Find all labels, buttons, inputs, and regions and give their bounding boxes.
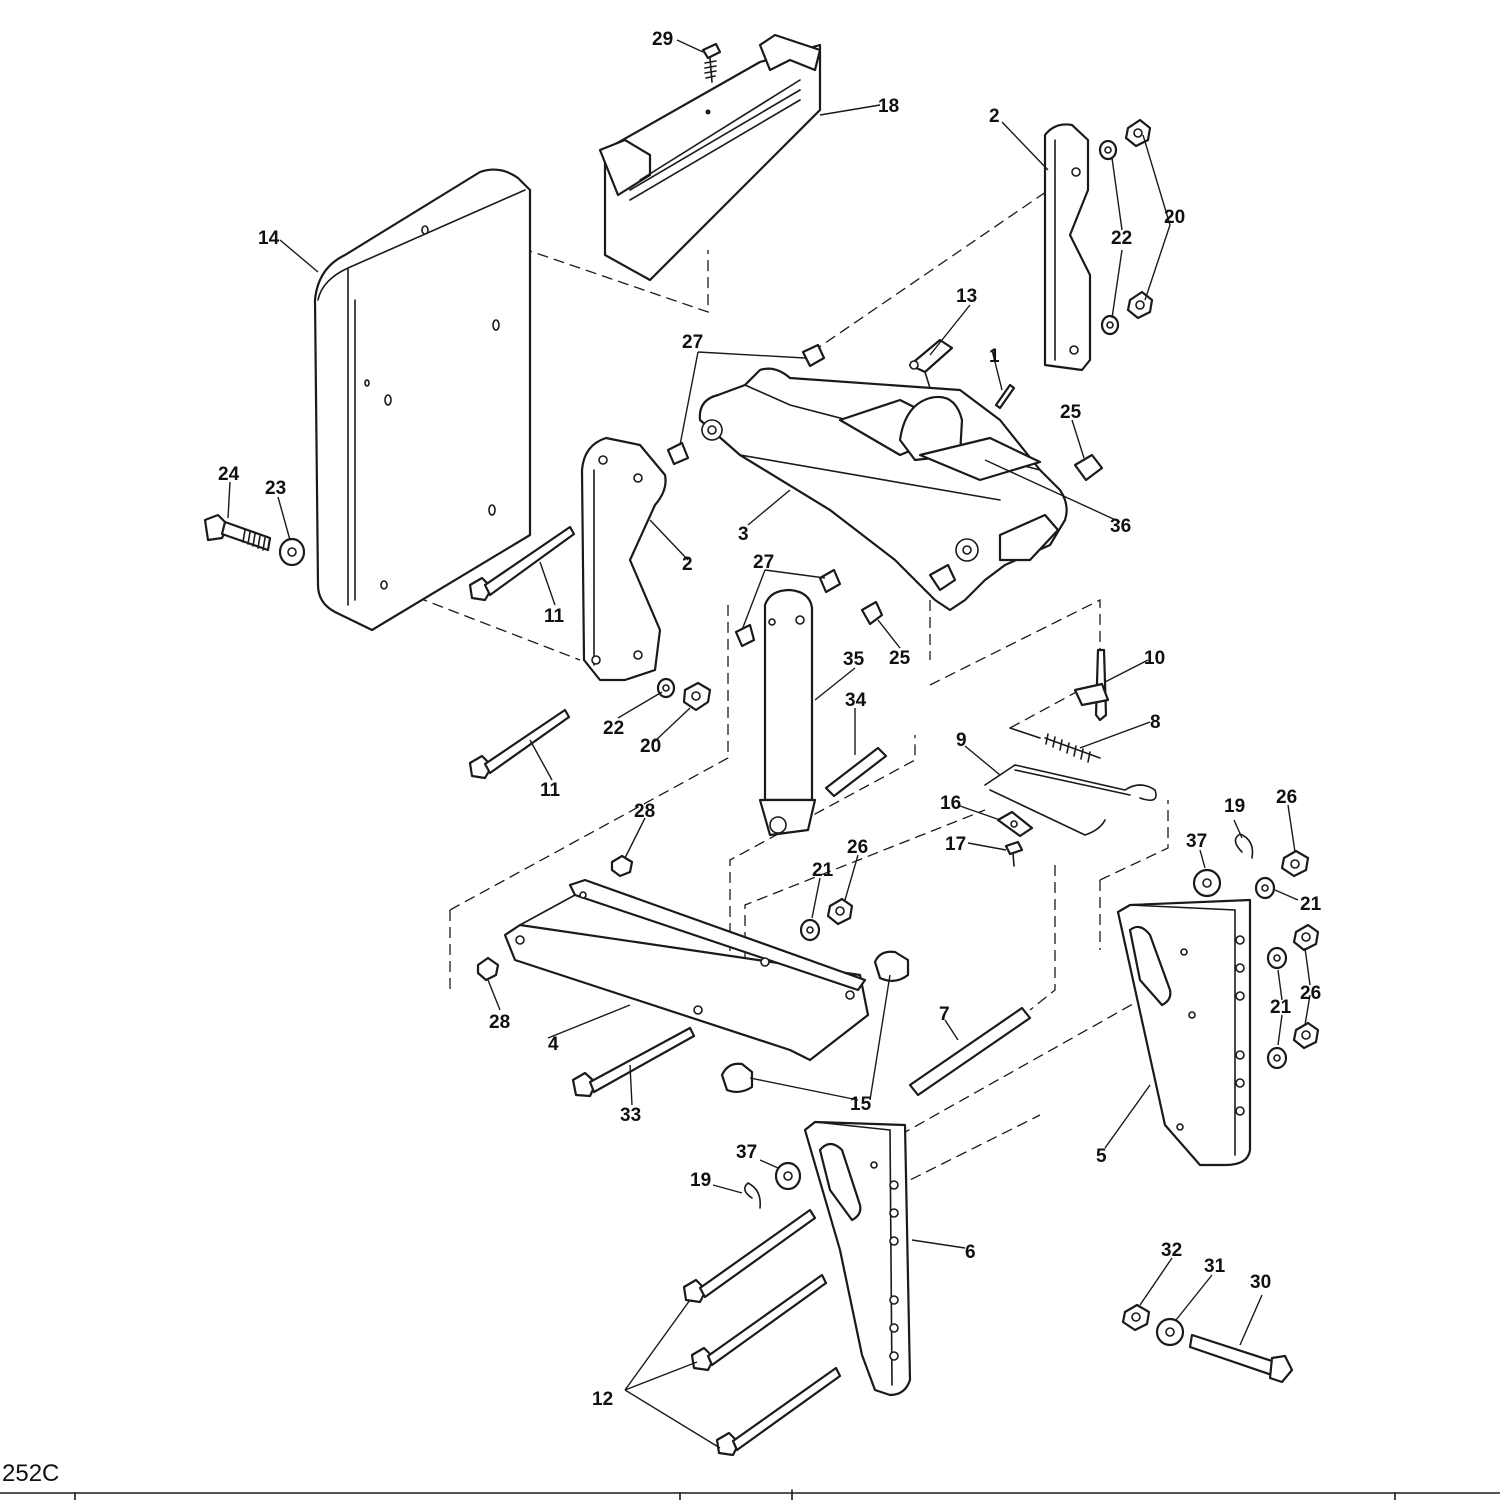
leader-lines — [227, 39, 1311, 1449]
callout-37: 37 — [736, 1142, 757, 1163]
callout-9: 9 — [956, 730, 967, 751]
callout-30: 30 — [1250, 1272, 1271, 1293]
part-7-long-pin — [908, 1006, 1032, 1097]
part-5-transom-bracket-right — [1116, 898, 1252, 1167]
callout-25: 25 — [889, 648, 911, 669]
part-11-long-bolt-upper — [468, 525, 576, 602]
callout-23: 23 — [265, 478, 286, 499]
callout-26: 26 — [1300, 983, 1321, 1004]
callout-5: 5 — [1096, 1146, 1107, 1167]
part-15-bushings — [720, 950, 910, 1094]
callout-27: 27 — [753, 552, 774, 573]
hardware-lower-left — [744, 1161, 802, 1209]
callout-10: 10 — [1144, 648, 1165, 669]
part-33-bolt — [571, 1026, 696, 1098]
part-2-side-plate-right — [1043, 123, 1092, 372]
callout-3: 3 — [738, 524, 749, 545]
callout-20: 20 — [1164, 207, 1185, 228]
callout-21: 21 — [812, 860, 834, 881]
callout-14: 14 — [258, 228, 280, 249]
callout-19: 19 — [1224, 796, 1245, 817]
part-31-washer — [1155, 1317, 1185, 1347]
callout-21: 21 — [1270, 997, 1292, 1018]
callout-12: 12 — [592, 1389, 613, 1410]
part-16-clip — [996, 810, 1034, 838]
part-18-top-bracket — [598, 33, 822, 282]
part-28-nuts — [476, 854, 634, 982]
callout-28: 28 — [634, 801, 655, 822]
callout-25: 25 — [1060, 402, 1082, 423]
callout-7: 7 — [939, 1004, 950, 1025]
callout-31: 31 — [1204, 1256, 1226, 1277]
part-24-bolt — [203, 513, 272, 552]
part-12-bolts — [682, 1208, 842, 1457]
callout-26: 26 — [1276, 787, 1297, 808]
callout-4: 4 — [548, 1034, 559, 1055]
figure-code: 252C — [2, 1460, 60, 1487]
callout-8: 8 — [1150, 712, 1161, 733]
callout-11: 11 — [540, 780, 561, 801]
callout-21: 21 — [1300, 894, 1322, 915]
part-1-pin — [994, 383, 1016, 410]
callout-6: 6 — [965, 1242, 976, 1263]
part-3-swivel-bracket — [698, 367, 1068, 612]
callout-24: 24 — [218, 464, 240, 485]
callout-26: 26 — [847, 837, 868, 858]
part-10-latch — [1073, 648, 1110, 722]
callout-33: 33 — [620, 1105, 641, 1126]
callout-13: 13 — [956, 286, 977, 307]
callout-37: 37 — [1186, 831, 1207, 852]
part-34-pin — [824, 746, 888, 798]
part-35-cylinder — [758, 588, 817, 837]
part-29-screw — [701, 42, 722, 83]
part-17-screw — [1004, 840, 1024, 867]
callout-2: 2 — [989, 106, 1000, 127]
callout-22: 22 — [1111, 228, 1132, 249]
part-32-nut — [1121, 1303, 1151, 1332]
part-4-bottom-channel — [503, 878, 870, 1062]
callout-15: 15 — [850, 1094, 872, 1115]
callout-22: 22 — [603, 718, 624, 739]
callout-29: 29 — [652, 29, 673, 50]
callout-36: 36 — [1110, 516, 1131, 537]
callout-19: 19 — [690, 1170, 711, 1191]
part-30-bolt — [1188, 1333, 1294, 1384]
part-2-side-plate-left — [580, 436, 667, 682]
callout-2: 2 — [682, 554, 693, 575]
part-23-washer — [278, 537, 306, 567]
callout-34: 34 — [845, 690, 867, 711]
callout-17: 17 — [945, 834, 966, 855]
footer-rule — [0, 1489, 1500, 1500]
callout-27: 27 — [682, 332, 703, 353]
part-14-back-pad — [313, 168, 532, 632]
callout-18: 18 — [878, 96, 899, 117]
part-11-long-bolt-lower — [468, 708, 571, 780]
callout-16: 16 — [940, 793, 961, 814]
callout-28: 28 — [489, 1012, 510, 1033]
part-6-transom-bracket-left — [803, 1120, 912, 1397]
part-13-t-handle — [908, 338, 954, 389]
part-9-wire-link — [984, 764, 1157, 836]
nut-washer-center — [799, 897, 854, 942]
callout-labels: 1 2 2 3 4 5 6 7 8 9 10 11 11 12 13 14 15… — [218, 29, 1322, 1410]
part-8-spring — [1009, 727, 1101, 763]
callout-20: 20 — [640, 736, 661, 757]
nuts-and-washers-top-right — [1098, 118, 1154, 336]
nut-washer-middle — [656, 677, 712, 712]
callout-1: 1 — [989, 346, 1000, 367]
part-27-bushings — [666, 343, 842, 648]
callout-32: 32 — [1161, 1240, 1182, 1261]
callout-11: 11 — [544, 606, 565, 627]
hardware-right-cluster — [1192, 833, 1320, 1070]
callout-35: 35 — [843, 649, 865, 670]
part-25-bushings — [860, 453, 1104, 626]
